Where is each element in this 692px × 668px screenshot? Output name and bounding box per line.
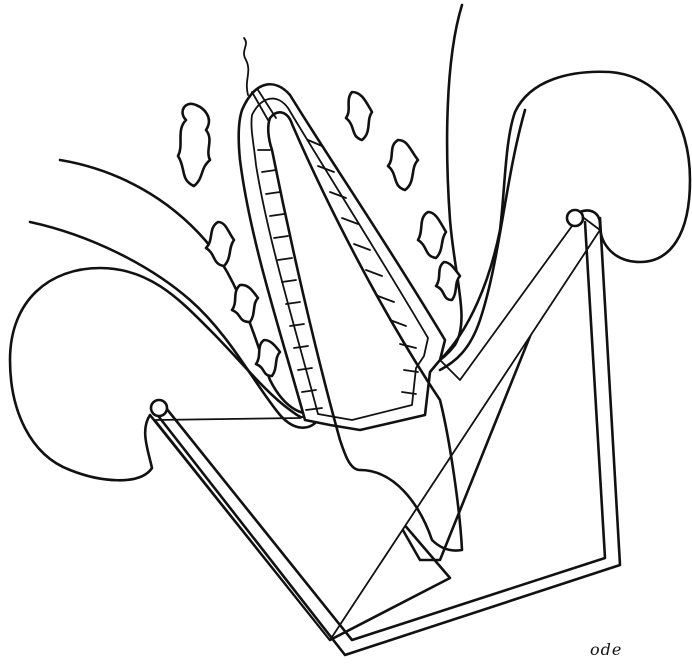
sebum-blob-4 [206, 222, 234, 266]
sebum-blob-8 [256, 340, 280, 376]
sebum-blob-2 [346, 92, 372, 140]
sebum-blob-3 [388, 140, 418, 190]
left-channel-knob [151, 400, 167, 416]
sebum-blob-6 [232, 285, 258, 322]
sebum-blob-1 [178, 104, 210, 186]
sebum-blob-5 [418, 212, 446, 258]
artist-signature: ode [590, 640, 622, 659]
right-channel-knob [567, 210, 583, 226]
